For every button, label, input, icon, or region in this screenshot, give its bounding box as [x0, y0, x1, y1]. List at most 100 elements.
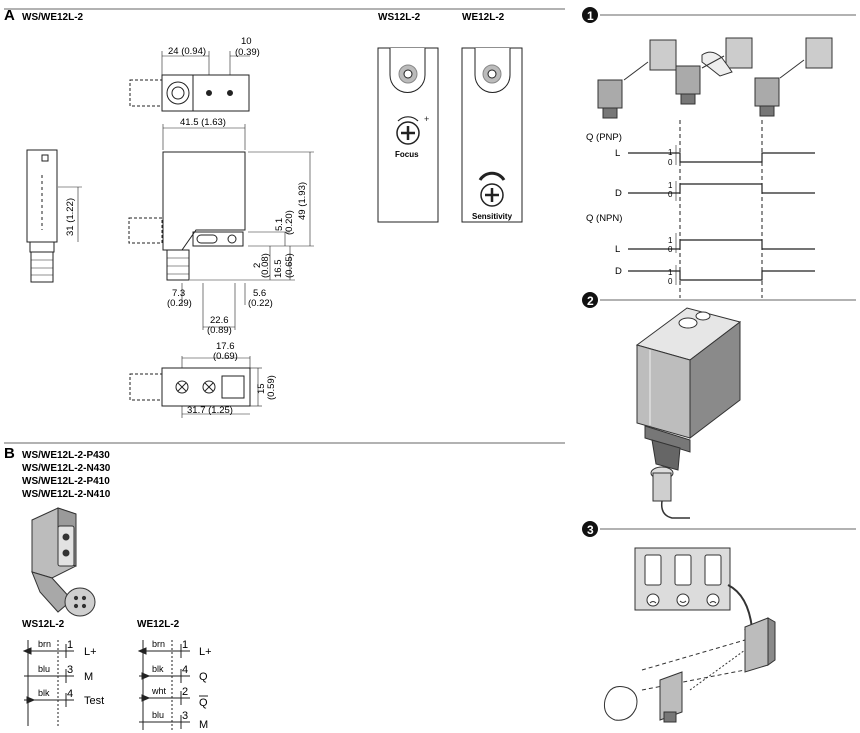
dim-15: 15: [256, 383, 267, 394]
sad-face-icon: [646, 593, 660, 607]
top-view-lens-outer: [166, 81, 190, 105]
dim-5-6: 5.6: [253, 288, 266, 299]
wire-signal: Test: [84, 695, 104, 707]
wire-signal: L+: [84, 646, 97, 658]
dim-31: 31 (1.22): [65, 198, 76, 236]
focus-label: Focus: [395, 150, 419, 159]
row-l: L: [615, 148, 620, 159]
wire-color: blk: [38, 688, 50, 698]
npn-l-signal: [628, 239, 815, 250]
level-1: 1: [668, 181, 673, 190]
row-d: D: [615, 188, 622, 199]
wire-color: brn: [38, 639, 51, 649]
ws-wiring-title: WS12L-2: [22, 619, 65, 630]
top-view-lens-inner: [171, 86, 185, 100]
section-b: B WS/WE12L-2-P430 WS/WE12L-2-N430 WS/WE1…: [4, 442, 565, 731]
dim-2-inch: (0.08): [260, 253, 271, 278]
dim-22-6: 22.6: [210, 315, 229, 326]
we-adjuster-panel: [461, 47, 523, 223]
dim-7-3-inch: (0.29): [167, 298, 192, 309]
sensor-3d-illustration: [31, 507, 96, 617]
mount-hole-icon: [227, 90, 233, 96]
panel-3: 3: [582, 521, 856, 723]
ws-adjuster-panel: +: [377, 47, 439, 223]
alignment-illustration: [604, 547, 776, 723]
dim-24: 24 (0.94): [168, 46, 206, 57]
mount-hole-icon: [206, 90, 212, 96]
row-l: L: [615, 244, 620, 255]
cable-plug-icon: [652, 472, 672, 502]
we-wiring-title: WE12L-2: [137, 619, 180, 630]
dim-16-5: 16.5: [273, 260, 284, 279]
dim-49: 49 (1.93): [297, 182, 308, 220]
panel-2-badge: [582, 292, 598, 308]
dim-7-3: 7.3: [172, 288, 185, 299]
dim-22-6-inch: (0.89): [207, 325, 232, 336]
dim-5-1: 5.1: [274, 218, 285, 231]
top-view-drawing: [129, 51, 250, 112]
screw-icon: [175, 380, 189, 394]
timing-diagram: [628, 120, 815, 298]
top-view-connector: [129, 79, 163, 107]
level-1: 1: [668, 268, 673, 277]
wire-pin: 2: [182, 686, 188, 698]
sensor-sequence-illustration: [597, 37, 833, 119]
panel-3-badge: [582, 521, 598, 537]
row-d: D: [615, 266, 622, 277]
pointer-arrow: [727, 584, 753, 629]
dim-17-6-inch: (0.69): [213, 351, 238, 362]
panel-2-number: 2: [587, 294, 594, 308]
model-name: WS/WE12L-2-N430: [22, 463, 111, 474]
top-view-body: [161, 74, 250, 112]
bottom-view-drawing: [129, 356, 262, 418]
wire-pin: 4: [67, 688, 73, 700]
section-a: A WS/WE12L-2 24 (0.94) 10 (0.39): [4, 7, 565, 418]
sensor-mounting-illustration: [635, 307, 742, 519]
dim-17-6: 17.6: [216, 341, 235, 352]
side-view-drawing: [26, 149, 82, 283]
pnp-d-signal: [628, 183, 815, 194]
focus-knob-icon: [396, 121, 420, 145]
we-wiring-diagram: [137, 640, 208, 730]
level-1: 1: [668, 236, 673, 245]
panel-3-number: 3: [587, 523, 594, 537]
wire-signal: Q: [199, 697, 208, 709]
wire-color: blu: [38, 664, 50, 674]
sad-face-icon: [706, 593, 720, 607]
pnp-l-signal: [628, 152, 815, 163]
level-1: 1: [668, 148, 673, 157]
we-column-title: WE12L-2: [462, 12, 505, 23]
wire-signal: M: [84, 671, 93, 683]
wire-color: blk: [152, 664, 164, 674]
dim-31-7: 31.7 (1.25): [187, 405, 233, 416]
wire-pin: 4: [182, 664, 188, 676]
dim-41-5: 41.5 (1.63): [180, 117, 226, 128]
level-0: 0: [668, 158, 673, 167]
wire-signal: M: [199, 719, 208, 731]
wire-pin: 3: [182, 710, 188, 722]
wire-pin: 1: [67, 639, 73, 651]
sensitivity-knob-icon: [480, 183, 504, 207]
dim-10-inch: (0.39): [235, 47, 260, 58]
dim-16-5-inch: (0.65): [284, 253, 295, 278]
model-name: WS/WE12L-2-P430: [22, 450, 110, 461]
section-a-title: WS/WE12L-2: [22, 12, 84, 23]
panel-2: 2: [582, 292, 856, 519]
wire-pin: 3: [67, 664, 73, 676]
dim-5-1-inch: (0.20): [284, 210, 295, 235]
panel-1: 1: [582, 7, 856, 298]
wire-signal: L+: [199, 646, 212, 658]
panel-1-number: 1: [587, 9, 594, 23]
npn-title: Q (NPN): [586, 213, 622, 224]
dim-2: 2: [252, 263, 263, 268]
person-head-icon: [604, 686, 638, 721]
model-name: WS/WE12L-2-P410: [22, 476, 110, 487]
hand-icon: [701, 51, 733, 77]
wire-pin: 1: [182, 639, 188, 651]
front-view-drawing: [128, 124, 314, 330]
section-a-letter: A: [4, 7, 15, 24]
level-0: 0: [668, 277, 673, 286]
svg-text:+: +: [424, 114, 429, 124]
model-name: WS/WE12L-2-N410: [22, 489, 111, 500]
